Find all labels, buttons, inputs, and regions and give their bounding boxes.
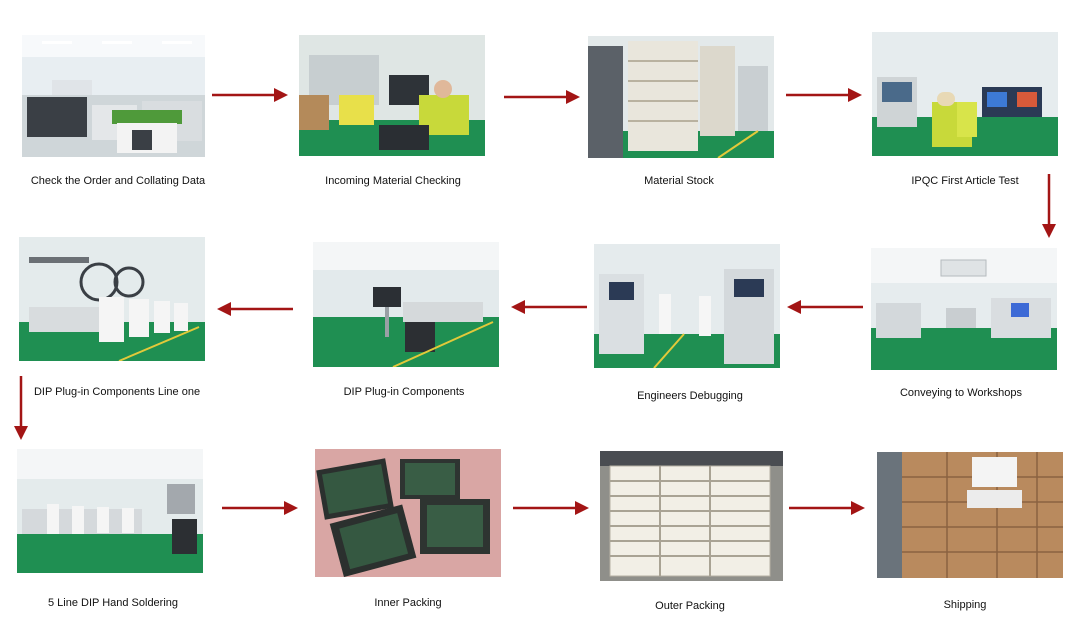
photo-material-stock [588, 36, 774, 158]
photo-inner-packing [315, 449, 501, 577]
step-label: 5 Line DIP Hand Soldering [47, 597, 179, 609]
photo-conveying-workshops [871, 248, 1057, 370]
step-label: Check the Order and Collating Data [30, 175, 206, 187]
step-label: DIP Plug-in Components Line one [33, 386, 201, 398]
flow-arrow-right [502, 88, 582, 106]
photo-shipping [877, 452, 1063, 578]
photo-ipqc-test [872, 32, 1058, 156]
flow-arrow-left [215, 300, 295, 318]
photo-dip-line-one [19, 237, 205, 361]
flow-arrow-right [787, 499, 867, 517]
flow-arrow-right [210, 86, 290, 104]
step-label: Engineers Debugging [637, 390, 743, 402]
flow-arrow-down [1040, 172, 1058, 240]
step-label: Material Stock [644, 175, 714, 187]
step-label: IPQC First Article Test [911, 175, 1019, 187]
flow-arrow-left [785, 298, 865, 316]
step-label: Incoming Material Checking [325, 175, 461, 187]
photo-hand-soldering [17, 449, 203, 573]
flow-arrow-right [220, 499, 300, 517]
step-label: Conveying to Workshops [899, 387, 1023, 399]
photo-dip-plugin [313, 242, 499, 367]
flow-arrow-right [784, 86, 864, 104]
photo-engineers-debugging [594, 244, 780, 368]
flow-arrow-down [12, 374, 30, 442]
photo-incoming-material [299, 35, 485, 156]
photo-outer-packing [600, 451, 783, 581]
step-label: DIP Plug-in Components [343, 386, 465, 398]
step-label: Inner Packing [374, 597, 442, 609]
step-label: Shipping [943, 599, 987, 611]
step-label: Outer Packing [655, 600, 725, 612]
photo-check-order-office [22, 35, 205, 157]
flow-arrow-right [511, 499, 591, 517]
flow-arrow-left [509, 298, 589, 316]
